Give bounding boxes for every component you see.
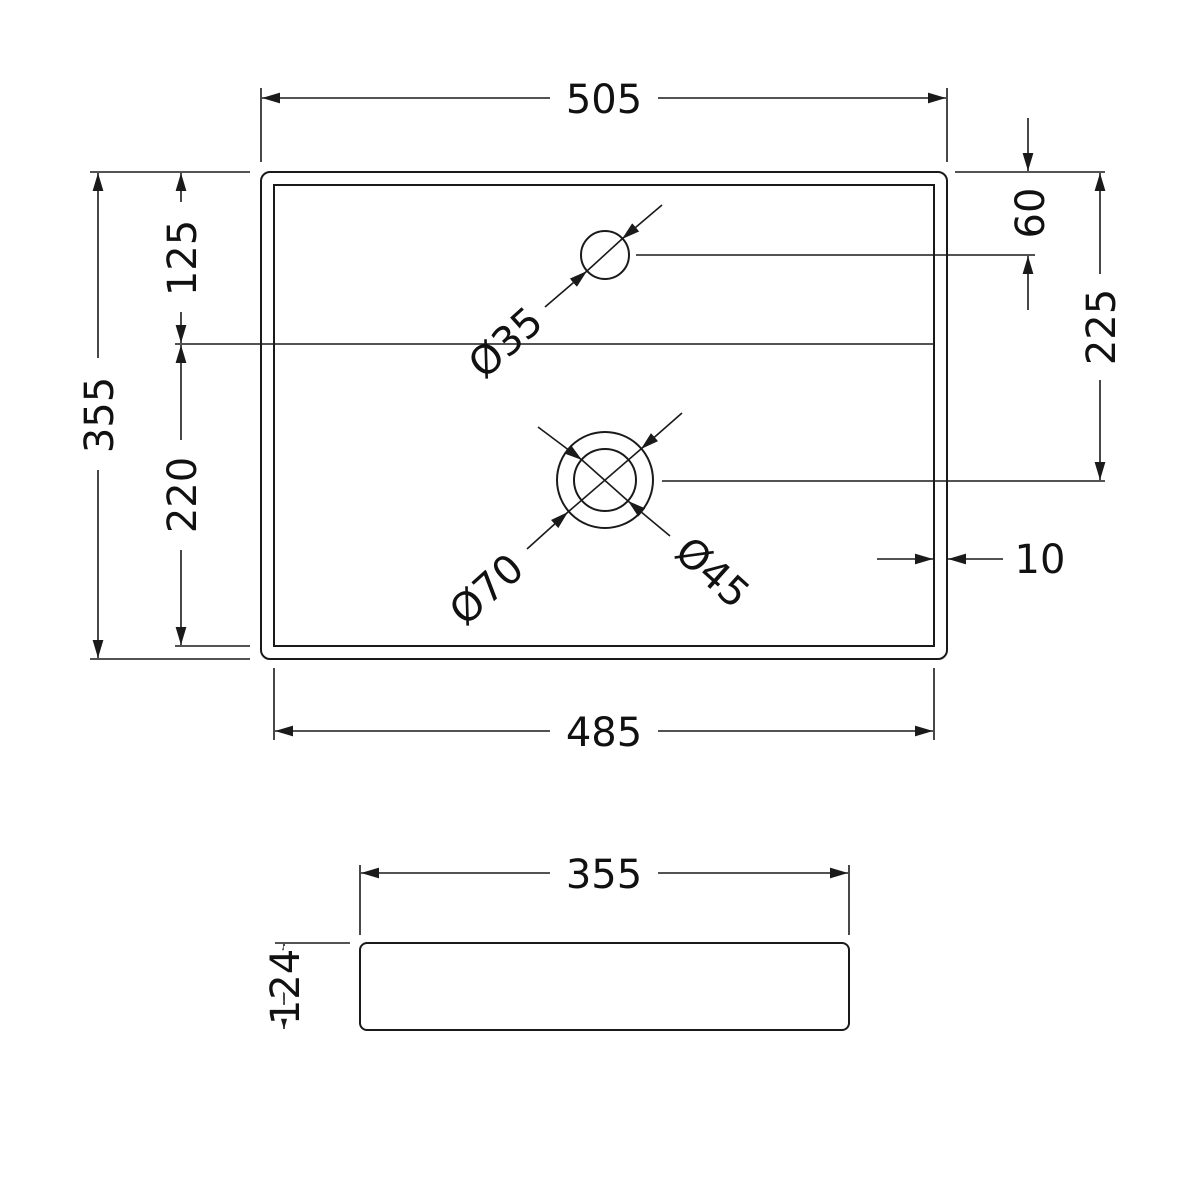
basin-outer-outline [260,171,948,660]
dimension-label: 60 [1008,188,1054,239]
dimension-inner-width: 485 [273,668,935,756]
basin-inner-outline [273,184,935,647]
dimension-label: 125 [160,220,206,296]
dimension-label: Ø45 [666,528,758,617]
dimension-back-to-step: 125 [160,173,206,343]
dimension-rim-thickness: 10 [877,537,1065,583]
dimension-side-height: 124 [263,949,309,1025]
dimension-label: 10 [1015,537,1066,583]
dimension-label: 225 [1079,289,1125,365]
dimension-label: 220 [160,457,206,533]
dimension-waste-outer-diameter: Ø70 [441,412,683,635]
dimension-step-to-front: 220 [160,345,206,645]
side-view: 355 124 [258,852,850,1031]
dimension-waste-inner-diameter: Ø45 [537,426,758,618]
dimension-label: Ø70 [441,545,533,634]
dimension-overall-depth: 355 [77,171,250,660]
dimension-label: Ø35 [460,298,552,387]
dimension-label: 355 [77,377,123,453]
tap-hole [580,230,630,280]
dimension-label: 485 [566,710,642,756]
waste-inner-circle [573,448,637,512]
dimension-overall-width: 505 [260,77,948,162]
dimension-tap-hole-offset: 60 [636,118,1105,310]
plan-view [175,171,948,660]
dimension-side-depth: 355 [566,852,642,898]
waste-outer-circle [556,431,654,529]
basin-side-outline [359,942,850,1031]
dimension-tap-hole-diameter: Ø35 [460,204,663,388]
dimension-waste-offset: 225 [662,173,1125,482]
dimension-label: 505 [566,77,642,123]
